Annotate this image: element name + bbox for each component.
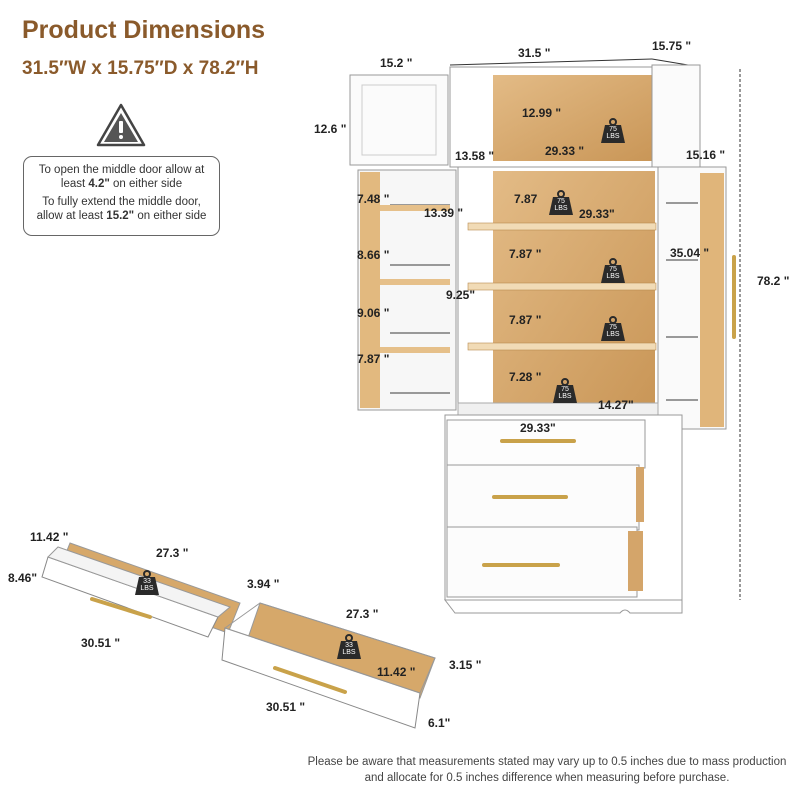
- dim-door-rack-3: 9.06 ": [357, 306, 390, 320]
- dim-mid-door-width: 15.16 ": [686, 148, 726, 162]
- dim-shelf-gap-2: 7.87 ": [509, 247, 542, 261]
- dim-shelf-gap-1: 7.87: [514, 192, 538, 206]
- dim-top-inner-width: 29.33 ": [545, 144, 585, 158]
- dim-top-inner-height: 12.99 ": [522, 106, 562, 120]
- dim-door-rack-2: 8.66 ": [357, 248, 390, 262]
- dim-depth: 15.75 ": [652, 39, 692, 53]
- dim-drawer1-depth: 11.42 ": [30, 530, 69, 544]
- dim-drawer2-depth: 11.42 ": [377, 665, 416, 679]
- dim-base-depth: 14.27": [598, 398, 634, 412]
- measurement-disclaimer: Please be aware that measurements stated…: [307, 756, 787, 784]
- dim-drawer1-width: 30.51 ": [81, 636, 121, 650]
- door-extend-clearance: To fully extend the middle door, allow a…: [36, 196, 207, 222]
- page-title: Product Dimensions: [22, 16, 266, 44]
- dim-drawer1-inner-length: 27.3 ": [156, 546, 189, 560]
- dim-mid-height: 35.04 ": [670, 246, 710, 260]
- dim-top-inner-depth: 13.58 ": [455, 149, 495, 163]
- dim-drawer1-front-height: 8.46": [8, 571, 38, 585]
- dim-shelf-width: 29.33": [579, 207, 615, 221]
- dim-drawer2-side-height: 3.15 ": [449, 658, 482, 672]
- clearance-notice: To open the middle door allow at least 4…: [23, 156, 220, 236]
- door-open-clearance: To open the middle door allow at least 4…: [38, 164, 205, 190]
- warning-icon: [96, 103, 146, 147]
- dim-shelf-depth-2: 9.25": [446, 288, 476, 302]
- dim-shelf-gap-3: 7.87 ": [509, 313, 542, 327]
- dim-drawer-top-width: 29.33": [520, 421, 556, 435]
- dim-shelf-gap-4: 7.28 ": [509, 370, 542, 384]
- dim-shelf-depth: 13.39 ": [424, 206, 464, 220]
- dim-total-height: 78.2 ": [757, 274, 790, 288]
- dim-drawer2-inner-length: 27.3 ": [346, 607, 379, 621]
- cabinet-illustration: [349, 58, 741, 614]
- dim-drawer1-side-height: 3.94 ": [247, 577, 280, 591]
- dim-drawer2-width: 30.51 ": [266, 700, 306, 714]
- dim-top-door-height: 12.6 ": [314, 122, 347, 136]
- dim-door-rack-4: 7.87 ": [357, 352, 390, 366]
- dim-top-width: 31.5 ": [518, 46, 551, 60]
- overall-dimensions: 31.5″W x 15.75″D x 78.2″H: [22, 58, 259, 79]
- dim-top-door-width: 15.2 ": [380, 56, 413, 70]
- dim-door-rack-1: 7.48 ": [357, 192, 390, 206]
- dim-drawer2-front-height: 6.1": [428, 716, 451, 730]
